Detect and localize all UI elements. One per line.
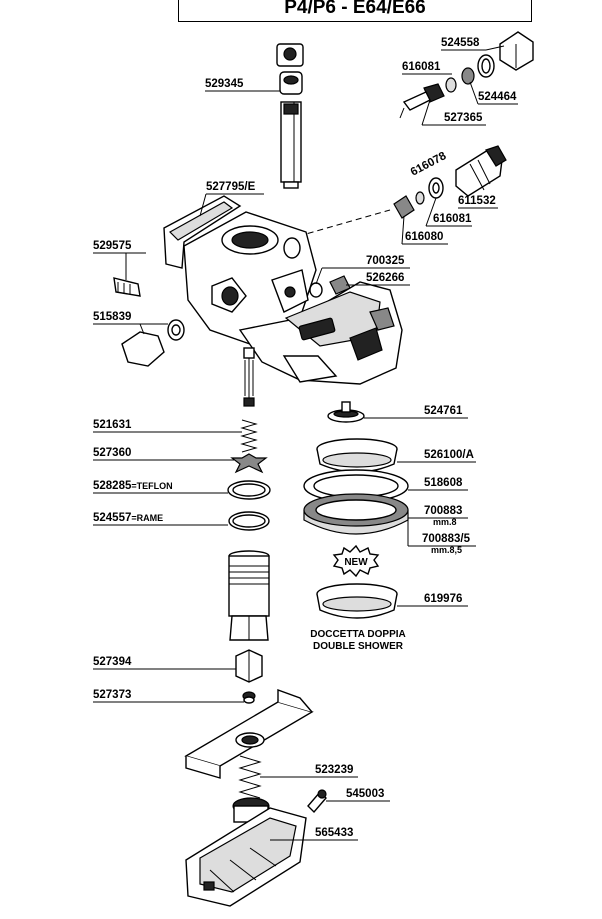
shower-parts-right-drawing: [303, 401, 409, 619]
star-washer-527360-drawing: [230, 453, 268, 474]
spindle-529345-drawing: [276, 43, 304, 189]
shower-caption-it: DOCCETTA DOPPIA: [310, 629, 406, 640]
label-527795: 527795/E: [206, 181, 256, 193]
label-515839: 515839: [93, 311, 131, 323]
label-700883-size: mm.8: [433, 517, 457, 527]
label-527373: 527373: [93, 689, 131, 701]
label-524558: 524558: [441, 37, 480, 49]
label-700883: 700883: [424, 505, 462, 517]
spring-521631-drawing: [240, 419, 258, 453]
label-524557: 524557=RAME: [93, 512, 163, 524]
valve-parts-middle-right-drawing: [249, 145, 507, 251]
label-524557-note: =RAME: [131, 513, 163, 523]
label-616080: 616080: [405, 231, 443, 243]
label-527394: 527394: [93, 656, 132, 668]
diagram-title: P4/P6 - E64/E66: [178, 0, 532, 22]
drain-funnel-drawing: [185, 797, 307, 907]
label-529575: 529575: [93, 240, 132, 252]
leader-527365-pointer: [421, 99, 431, 126]
label-616078: 616078: [409, 150, 449, 179]
valve-stem-drawing: [243, 347, 255, 407]
label-524464: 524464: [478, 91, 517, 103]
group-head-body-drawing: [163, 195, 403, 385]
leader-524558-pointer: [485, 45, 505, 51]
leader-524464-pointer: [469, 81, 479, 105]
label-616081-mid: 616081: [433, 213, 472, 225]
label-523239: 523239: [315, 764, 353, 776]
label-518608: 518608: [424, 477, 463, 489]
label-528285: 528285=TEFLON: [93, 480, 173, 492]
label-700325: 700325: [366, 255, 405, 267]
leader-616081-mid-pointer: [425, 197, 437, 227]
label-528285-code: 528285: [93, 480, 132, 492]
label-700883-5: 700883/5: [422, 533, 471, 545]
label-526100: 526100/A: [424, 449, 474, 461]
gaskets-left-drawing: [227, 480, 271, 531]
shower-caption-en: DOUBLE SHOWER: [313, 641, 404, 652]
label-526266: 526266: [366, 272, 404, 284]
new-badge: NEW: [332, 544, 380, 578]
inlet-connector-drawing: [228, 550, 270, 641]
label-611532: 611532: [458, 195, 496, 207]
label-524761: 524761: [424, 405, 463, 417]
leader-515839-pointer: [139, 323, 145, 335]
valve-parts-top-right-drawing: [399, 31, 534, 119]
new-badge-text: NEW: [344, 557, 368, 568]
label-565433: 565433: [315, 827, 353, 839]
tray-bracket-drawing: [184, 689, 314, 779]
label-616081-top: 616081: [402, 61, 441, 73]
label-521631: 521631: [93, 419, 132, 431]
label-545003: 545003: [346, 788, 384, 800]
label-524557-code: 524557: [93, 512, 131, 524]
spring-and-screw-drawing: [238, 755, 327, 814]
label-528285-note: =TEFLON: [131, 481, 172, 491]
label-527360: 527360: [93, 447, 131, 459]
label-527365: 527365: [444, 112, 483, 124]
nut-and-ferrule-drawing: [235, 649, 263, 704]
leader-700325-pointer: [315, 267, 323, 285]
label-619976: 619976: [424, 593, 462, 605]
label-529345: 529345: [205, 78, 244, 90]
leader-616080-pointer: [401, 215, 405, 245]
leader-527795-pointer: [199, 193, 207, 217]
label-700883-5-size: mm.8,5: [431, 545, 462, 555]
